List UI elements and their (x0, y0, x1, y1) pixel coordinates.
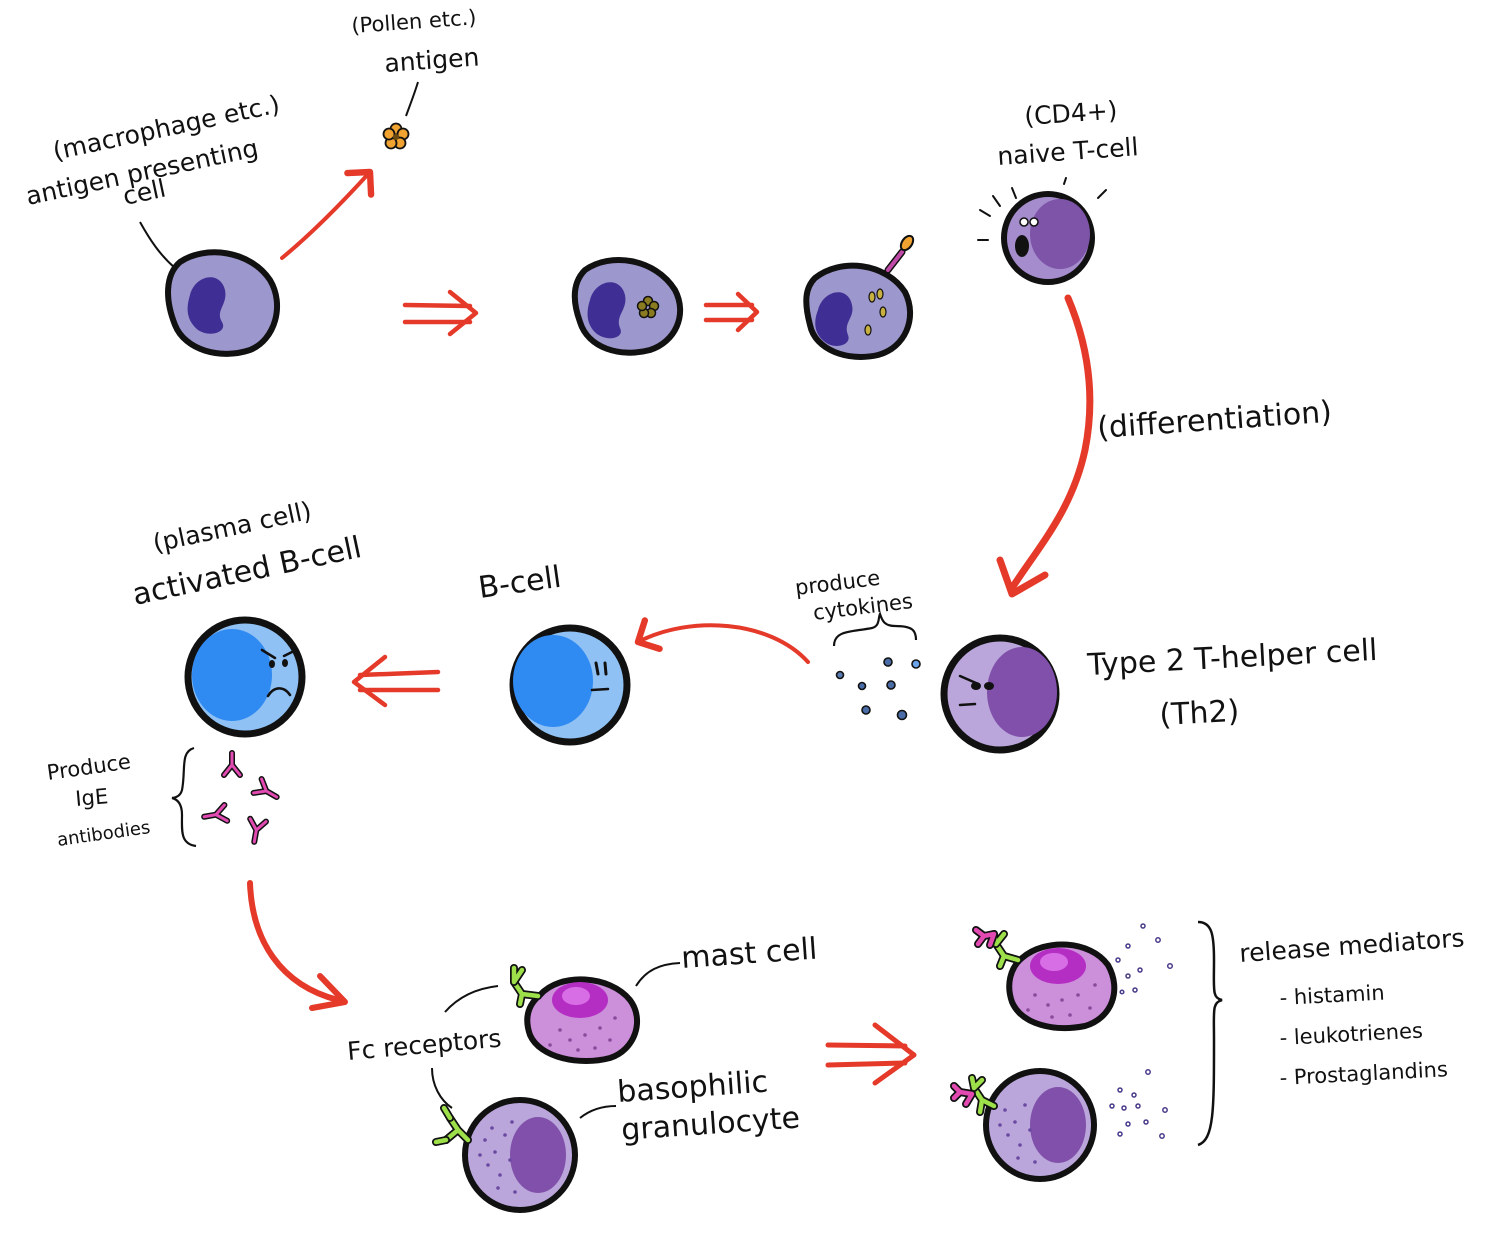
differentiation-label: (differentiation) (1096, 395, 1333, 446)
bound-ige-receptor (972, 926, 1022, 970)
antigen-label: (Pollen etc.) antigen (351, 5, 480, 117)
basophil-fc-receptor (432, 1104, 472, 1146)
cytokines-brace (832, 611, 918, 647)
tcell-paren-label: (CD4+) (1023, 96, 1118, 131)
tcell-label-text: naive T-cell (996, 132, 1139, 171)
mast-cell-label: mast cell (680, 932, 818, 976)
uptake-arrow (280, 168, 375, 260)
mediators-label: release mediators - histamin - leukotrie… (1238, 923, 1465, 1090)
cytokines-label: produce cytokines (794, 566, 918, 647)
ige-binding-arrow (247, 880, 341, 1003)
th2-label: Type 2 T-helper cell (Th2) (1086, 633, 1379, 733)
basophil-label: basophilic granulocyte (579, 1065, 801, 1148)
bcell-label: B-cell (476, 560, 563, 606)
naive-tcell-label: (CD4+) naive T-cell (996, 96, 1139, 171)
tcell-mouth (1015, 235, 1029, 257)
fc-pointer-line-mast (444, 985, 499, 1013)
ige-label-line2: IgE (74, 784, 109, 811)
differentiation-arrow (1008, 294, 1094, 592)
mast-fc-receptor (510, 964, 542, 1008)
th2-cell (940, 634, 1060, 754)
surprise-lines (977, 177, 1107, 241)
ige-binding-arrowhead (309, 973, 348, 1011)
mast-mediator-dots (1115, 923, 1174, 995)
antigen-label-text: antigen (383, 42, 480, 78)
th2-label-line1: Type 2 T-helper cell (1086, 633, 1379, 683)
activated-bcell (184, 616, 306, 738)
apc-presenting-antigen (803, 234, 915, 360)
engulfed-antigen-icon (636, 295, 660, 319)
antigen-flower-icon (382, 122, 410, 150)
tcell-nucleus (1030, 199, 1090, 269)
bcell-nucleus (513, 635, 593, 727)
apc-pointer-line (139, 221, 176, 269)
double-arrow-1 (402, 289, 479, 337)
fc-receptors-label: Fc receptors (346, 1024, 503, 1066)
double-arrow-3 (351, 654, 441, 708)
ige-brace (171, 746, 197, 848)
th2-label-line2: (Th2) (1159, 694, 1241, 733)
activated-mast-cell (972, 926, 1118, 1032)
antigen-presenting-cell (165, 249, 281, 357)
double-arrow-4 (825, 1022, 917, 1086)
mediators-brace (1197, 920, 1223, 1147)
ige-antibody-icon (201, 802, 231, 824)
presented-antigen-fragment (899, 234, 915, 252)
mast-cell (510, 964, 641, 1064)
basophilic-granulocyte (432, 1097, 578, 1213)
basophil-label-line1: basophilic (616, 1065, 769, 1110)
antigen-paren-label: (Pollen etc.) (351, 5, 477, 38)
ige-label: Produce IgE antibodies (45, 746, 197, 851)
activated-basophil (950, 1068, 1097, 1182)
histamin-label: - histamin (1279, 981, 1385, 1010)
basophil-mediator-dots (1109, 1069, 1168, 1139)
basophil-pointer-line (579, 1105, 617, 1119)
differentiation-arrowhead (996, 556, 1049, 598)
mhc-receptor (886, 250, 904, 272)
apc-label: (macrophage etc.) antigen presenting cel… (23, 89, 282, 269)
ige-antibody-icon (250, 776, 280, 800)
apc-nucleus (187, 277, 226, 334)
bcell (509, 624, 631, 746)
ige-antibody-icon (221, 750, 243, 778)
prostaglandins-label: - Prostaglandins (1279, 1057, 1448, 1090)
ige-label-line1: Produce (45, 749, 132, 785)
bound-ige-receptor (950, 1074, 998, 1116)
leukotrienes-label: - leukotrienes (1279, 1019, 1423, 1050)
ige-label-line3: antibodies (56, 817, 152, 851)
activated-bcell-label: (plasma cell) activated B-cell (129, 496, 364, 613)
basophil-nucleus (510, 1117, 566, 1193)
apc-with-antigen (571, 256, 684, 356)
release-mediators-label: release mediators (1238, 923, 1465, 968)
help-arrow (634, 617, 810, 664)
activated-bcell-nucleus (192, 629, 272, 721)
double-arrow-2 (703, 291, 760, 333)
antigen-pointer-line (405, 81, 419, 117)
ige-antibodies (201, 750, 280, 845)
fc-pointer-line-basophil (431, 1067, 453, 1109)
ige-antibody-icon (247, 815, 269, 845)
cytokine-dots (835, 657, 921, 721)
mast-pointer-line (635, 962, 681, 987)
th2-nucleus (987, 647, 1057, 737)
naive-tcell (977, 177, 1107, 285)
